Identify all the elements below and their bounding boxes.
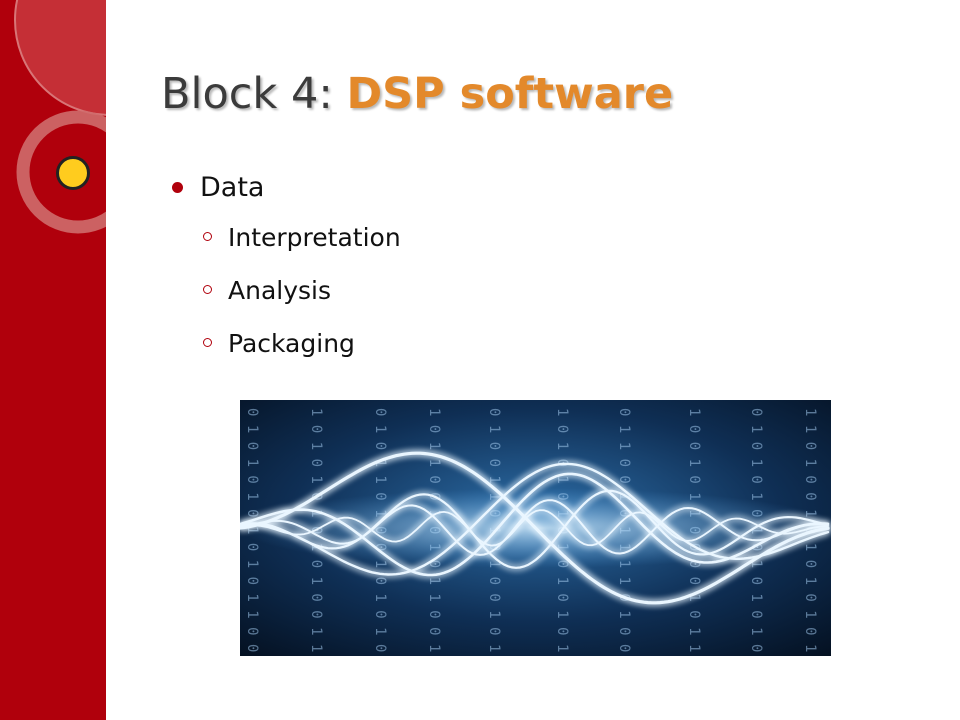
wave-line [239, 509, 829, 547]
waveform-graphic: 0 1 0 1 0 1 0 1 0 1 0 1 1 0 0 1 0 1 1 0 1… [238, 400, 840, 703]
slide-title: Block 4: DSP software [161, 66, 673, 122]
sub-bullet-circle-icon [203, 338, 212, 347]
sub-bullet-circle-icon [203, 285, 212, 294]
sub-bullet-interpretation: Interpretation [172, 218, 401, 271]
sub-bullet-analysis: Analysis [172, 271, 401, 324]
sidebar-decoration [0, 0, 106, 720]
wave-line [238, 489, 830, 569]
binary-waveform-image: 0 1 0 1 0 1 0 1 0 1 0 1 1 0 0 1 0 1 1 0 1… [238, 400, 840, 703]
sub-bullet-circle-icon [203, 232, 212, 241]
binary-column: 1 0 1 0 1 0 1 0 1 0 1 0 0 1 1 0 1 0 [308, 408, 324, 656]
yellow-dot-icon [56, 156, 90, 190]
wave-line [239, 499, 829, 556]
title-accent: DSP software [346, 69, 674, 119]
sub-bullet-label: Packaging [228, 329, 355, 358]
bullet-dot-icon [172, 182, 183, 193]
wave-line [238, 451, 830, 605]
sub-bullet-list: Interpretation Analysis Packaging [172, 218, 401, 377]
sub-bullet-label: Analysis [228, 276, 332, 305]
sub-bullet-packaging: Packaging [172, 324, 401, 377]
sub-bullet-label: Interpretation [228, 223, 401, 252]
bullet-data: Data [172, 168, 401, 208]
binary-column: 0 1 0 1 0 1 0 1 0 1 0 1 1 0 0 1 0 1 [244, 408, 260, 656]
decorative-circles-icon [14, 0, 106, 234]
title-prefix: Block 4: [161, 69, 347, 119]
binary-column: 1 1 0 1 0 0 1 0 1 0 1 0 1 0 1 0 1 0 [802, 408, 818, 656]
bullet-label: Data [200, 172, 265, 203]
bullet-list: Data Interpretation Analysis Packaging [172, 168, 401, 377]
wave-line [238, 462, 830, 576]
sub-bullet-group: Interpretation Analysis Packaging [172, 218, 401, 377]
